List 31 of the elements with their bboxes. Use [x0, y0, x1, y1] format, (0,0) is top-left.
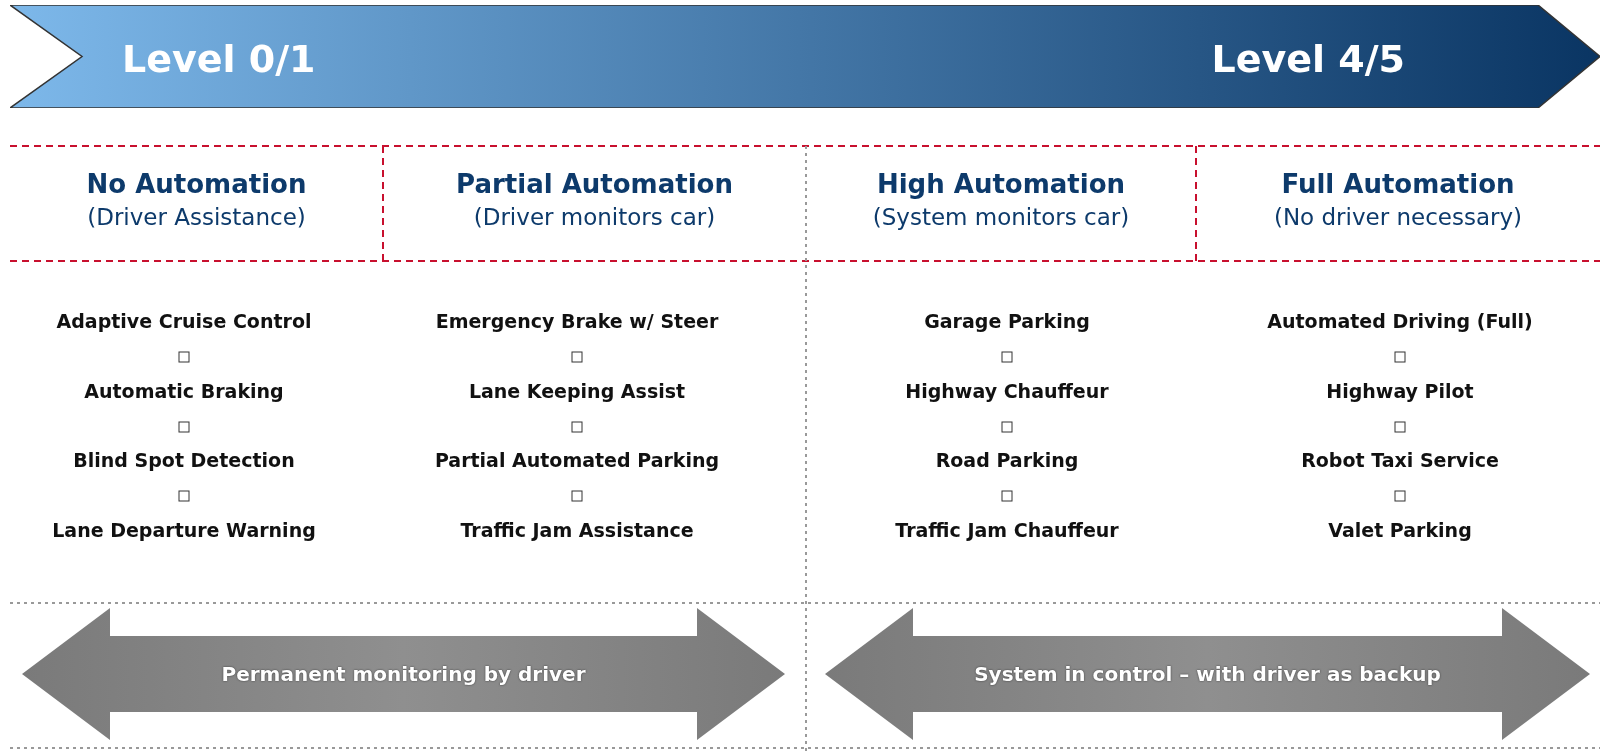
level-title: High Automation — [875, 169, 1127, 199]
feature-label: Highway Pilot — [1325, 380, 1475, 402]
level-subtitle: (Driver Assistance) — [86, 204, 307, 230]
arrow-label: System in control – with driver as backup — [974, 662, 1441, 686]
level-subtitle: (Driver monitors car) — [472, 204, 717, 230]
level-subtitle: (System monitors car) — [871, 204, 1131, 230]
feature-label: Automated Driving (Full) — [1266, 310, 1534, 332]
feature-label: Valet Parking — [1327, 519, 1473, 541]
feature-label: Garage Parking — [923, 310, 1091, 332]
feature-label: Automatic Braking — [83, 380, 285, 402]
arrow-label: Permanent monitoring by driver — [221, 662, 586, 686]
level-title: Full Automation — [1280, 169, 1516, 199]
level-label: Level 0/1 — [122, 37, 316, 81]
feature-label: Robot Taxi Service — [1300, 449, 1500, 471]
feature-label: Road Parking — [934, 449, 1080, 471]
feature-label: Adaptive Cruise Control — [55, 310, 313, 332]
feature-label: Traffic Jam Chauffeur — [894, 519, 1120, 541]
feature-label: Lane Keeping Assist — [467, 380, 687, 402]
level-subtitle: (No driver necessary) — [1272, 204, 1524, 230]
level-label: Level 4/5 — [1211, 37, 1405, 81]
double-arrow — [825, 608, 1590, 740]
feature-label: Emergency Brake w/ Steer — [434, 310, 720, 332]
feature-label: Partial Automated Parking — [433, 449, 721, 471]
feature-label: Highway Chauffeur — [904, 380, 1110, 402]
feature-label: Lane Departure Warning — [51, 519, 317, 541]
level-title: No Automation — [85, 169, 308, 199]
level-chevron-banner — [10, 5, 1600, 108]
feature-label: Blind Spot Detection — [72, 449, 296, 471]
feature-label: Traffic Jam Assistance — [459, 519, 695, 541]
double-arrow — [22, 608, 785, 740]
level-title: Partial Automation — [455, 169, 734, 199]
